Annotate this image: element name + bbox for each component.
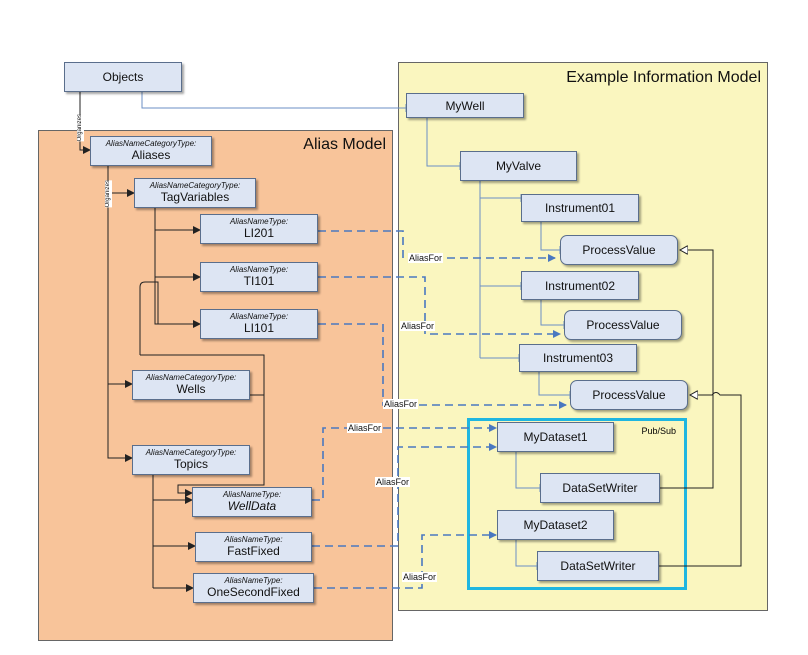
node-onesecondfixed-type: AliasNameType: [224, 576, 283, 585]
org-aliases-wells [107, 193, 133, 388]
aliasfor-label-1: AliasFor [408, 253, 444, 263]
aliasfor-ti101 [318, 276, 561, 338]
node-wells-label: Wells [176, 382, 206, 396]
node-li201-label: LI201 [243, 226, 275, 240]
node-ti101-type: AliasNameType: [229, 265, 289, 274]
node-objects[interactable]: Objects [64, 62, 182, 92]
node-mywell[interactable]: MyWell [406, 93, 524, 118]
node-welldata-label: WellData [227, 499, 277, 513]
ref-mywell-myvalve [426, 118, 461, 170]
aliasfor-label-3: AliasFor [383, 399, 419, 409]
node-datasetwriter-2[interactable]: DataSetWriter [537, 551, 659, 581]
org-tag-li101 [154, 277, 201, 328]
node-mydataset1[interactable]: MyDataset1 [497, 422, 614, 452]
node-tagvariables-type: AliasNameCategoryType: [149, 181, 241, 190]
node-instrument02[interactable]: Instrument02 [521, 271, 639, 300]
aliasfor-label-6: AliasFor [402, 572, 438, 582]
node-processvalue-2-label: ProcessValue [586, 318, 660, 332]
node-tagvariables-label: TagVariables [160, 190, 230, 204]
node-fastfixed-label: FastFixed [227, 544, 280, 558]
pubsub-region: Pub/Sub [467, 418, 687, 590]
org-wells-li201 [139, 281, 159, 355]
node-processvalue-1[interactable]: ProcessValue [560, 235, 678, 265]
ref-inst03-pv3 [538, 372, 571, 399]
aliasfor-fastfixed [312, 443, 497, 547]
node-instrument03[interactable]: Instrument03 [519, 344, 637, 372]
node-ti101[interactable]: AliasNameType: TI101 [200, 262, 318, 292]
org-wells-welldata [177, 395, 265, 497]
node-aliases-label: Aliases [131, 148, 171, 162]
node-welldata-type: AliasNameType: [222, 490, 282, 499]
node-mywell-label: MyWell [445, 98, 485, 113]
node-wells-type: AliasNameCategoryType: [145, 373, 237, 382]
aliasfor-label-4: AliasFor [347, 423, 383, 433]
node-instrument02-label: Instrument02 [544, 278, 616, 293]
node-ti101-label: TI101 [243, 274, 275, 288]
org-wells-back [140, 354, 265, 396]
ref-ds1-writer1 [515, 452, 541, 492]
organizes-label-2: Organizes [105, 180, 112, 208]
node-mydataset2[interactable]: MyDataset2 [497, 510, 614, 540]
node-li101[interactable]: AliasNameType: LI101 [200, 309, 318, 339]
node-aliases[interactable]: AliasNameCategoryType: Aliases [90, 136, 212, 166]
example-model-title: Example Information Model [566, 69, 761, 86]
node-welldata[interactable]: AliasNameType: WellData [192, 487, 312, 517]
node-mydataset2-label: MyDataset2 [523, 518, 588, 532]
org-tag-ti101 [154, 230, 201, 281]
node-instrument01[interactable]: Instrument01 [521, 194, 639, 222]
node-topics-type: AliasNameCategoryType: [145, 448, 237, 457]
node-onesecondfixed-label: OneSecondFixed [207, 585, 300, 599]
node-processvalue-1-label: ProcessValue [582, 243, 656, 257]
node-instrument01-label: Instrument01 [544, 201, 616, 215]
node-li201[interactable]: AliasNameType: LI201 [200, 214, 318, 244]
node-myvalve-label: MyValve [495, 159, 542, 173]
node-datasetwriter-1[interactable]: DataSetWriter [540, 473, 660, 503]
aliasfor-label-5: AliasFor [375, 477, 411, 487]
node-wells[interactable]: AliasNameCategoryType: Wells [132, 370, 250, 400]
node-fastfixed-type: AliasNameType: [224, 535, 283, 544]
node-datasetwriter-2-label: DataSetWriter [560, 559, 636, 573]
org-tag-li201 [154, 208, 201, 234]
node-aliases-type: AliasNameCategoryType: [105, 139, 197, 148]
organizes-label-1: Organizes [77, 114, 84, 142]
node-topics[interactable]: AliasNameCategoryType: Topics [132, 445, 250, 475]
aliasfor-li201 [318, 230, 556, 262]
node-processvalue-3[interactable]: ProcessValue [570, 380, 688, 410]
aliasfor-onesecond [314, 531, 497, 589]
node-li201-type: AliasNameType: [229, 217, 289, 226]
node-tagvariables[interactable]: AliasNameCategoryType: TagVariables [134, 178, 256, 208]
node-li101-type: AliasNameType: [229, 312, 289, 321]
org-aliases-topics [107, 384, 133, 462]
node-fastfixed[interactable]: AliasNameType: FastFixed [195, 532, 312, 562]
pubsub-title: Pub/Sub [641, 426, 676, 436]
writer2-pv3 [659, 393, 742, 567]
ref-inst02-pv2 [540, 300, 565, 329]
node-onesecondfixed[interactable]: AliasNameType: OneSecondFixed [193, 573, 314, 603]
ref-ds2-writer2 [515, 540, 538, 570]
node-myvalve[interactable]: MyValve [460, 151, 577, 181]
node-instrument03-label: Instrument03 [542, 351, 614, 365]
node-mydataset1-label: MyDataset1 [523, 430, 588, 444]
node-objects-label: Objects [102, 70, 144, 84]
node-processvalue-3-label: ProcessValue [592, 388, 666, 402]
alias-model-title: Alias Model [303, 136, 386, 153]
aliasfor-welldata [312, 424, 497, 501]
node-datasetwriter-1-label: DataSetWriter [562, 481, 638, 495]
node-li101-label: LI101 [243, 321, 275, 335]
aliasfor-li101 [318, 323, 567, 409]
node-topics-label: Topics [173, 457, 208, 471]
ref-inst01-pv1 [540, 222, 561, 254]
org-objects-aliases [79, 92, 91, 154]
writer1-pv1 [660, 250, 714, 489]
aliasfor-label-2: AliasFor [400, 321, 436, 331]
ref-objects-mywell [141, 92, 407, 112]
node-processvalue-2[interactable]: ProcessValue [564, 310, 682, 340]
